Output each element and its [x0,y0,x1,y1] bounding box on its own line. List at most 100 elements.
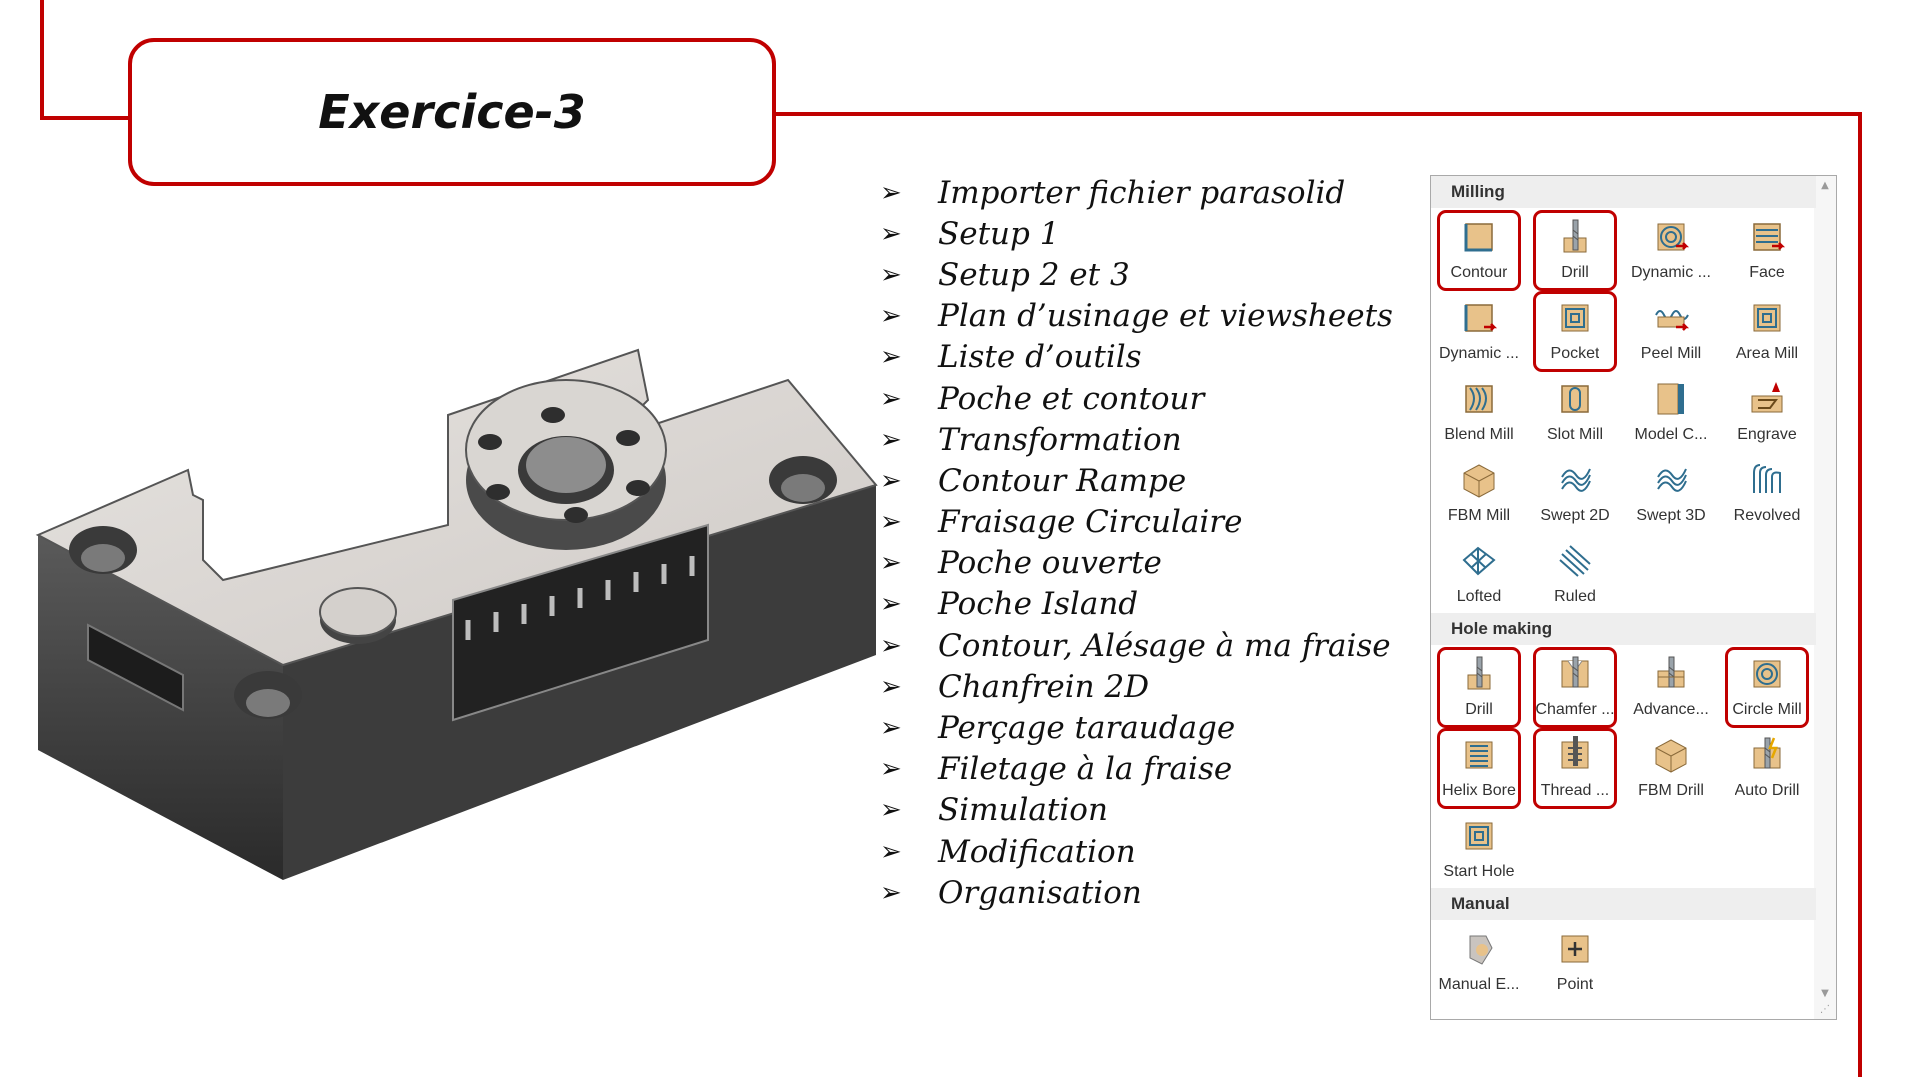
peel-mill-icon [1655,310,1690,331]
section-header-milling[interactable]: Milling [1431,176,1816,208]
panel-scrollbar[interactable]: ▲ ▼ ⋰ [1814,176,1836,1019]
tool-button-manual-entry[interactable]: Manual E... [1431,920,1527,1001]
topic-item: ➢ Contour Rampe [880,460,1393,501]
tool-button-chamfer-drill[interactable]: Chamfer ... [1527,645,1623,728]
tool-button-dynamic-mill[interactable]: Dynamic ... [1623,208,1719,289]
lofted-icon [1462,546,1496,576]
fbm-mill-icon [1463,464,1495,498]
tool-button-lofted[interactable]: Lofted [1431,532,1527,613]
tool-button-drill[interactable]: Drill [1527,208,1623,291]
arrow-bullet-icon: ➢ [880,342,902,373]
topic-item: ➢Contour, Alésage à ma fraise [880,625,1393,666]
tool-button-fbm-mill[interactable]: FBM Mill [1431,451,1527,532]
topic-text: Contour Rampe [938,462,1187,499]
tool-label: Drill [1561,264,1589,281]
scroll-up-icon[interactable]: ▲ [1821,180,1829,191]
tool-label: Advance... [1633,701,1709,718]
frame-line-left [40,0,44,120]
title-box: Exercice-3 [128,38,776,186]
topic-item: ➢Filetage à la fraise [880,749,1393,790]
tool-label: FBM Drill [1638,782,1704,799]
tool-button-engrave[interactable]: Engrave [1719,370,1815,451]
swept-2d-icon [1561,468,1591,492]
tool-button-swept-3d[interactable]: Swept 3D [1623,451,1719,532]
dynamic-mill-icon [1657,223,1690,251]
tool-button-drill[interactable]: Drill [1431,645,1527,728]
topic-item: ➢Setup 1 [880,213,1393,254]
arrow-bullet-icon: ➢ [880,713,902,744]
topic-item: ➢Setup 2 et 3 [880,254,1393,295]
tool-button-point[interactable]: Point [1527,920,1623,1001]
tool-button-blend-mill[interactable]: Blend Mill [1431,370,1527,451]
face-icon [1753,223,1786,251]
drill-icon [1467,656,1491,690]
topic-text: Plan d’usinage et viewsheets [938,298,1393,335]
tool-label: Area Mill [1735,345,1799,362]
scroll-down-icon[interactable]: ▼ [1821,988,1829,999]
tool-label: Thread ... [1540,782,1610,799]
topic-text: Poche ouverte [938,545,1162,582]
start-hole-icon [1465,822,1493,850]
revolved-icon [1753,464,1781,493]
pocket-icon [1561,304,1589,332]
tool-label: Contour [1450,264,1508,281]
ruled-icon [1559,545,1591,577]
arrow-bullet-icon: ➢ [880,465,902,496]
tool-button-circle-mill[interactable]: Circle Mill [1719,645,1815,728]
arrow-bullet-icon: ➢ [880,754,902,785]
topic-text: Fraisage Circulaire [938,504,1243,541]
tool-button-peel-mill[interactable]: Peel Mill [1623,289,1719,370]
tool-button-face[interactable]: Face [1719,208,1815,289]
tool-button-pocket[interactable]: Pocket [1527,289,1623,372]
section-header-manual[interactable]: Manual [1431,888,1816,920]
tool-button-area-mill[interactable]: Area Mill [1719,289,1815,370]
tool-label: Start Hole [1443,863,1515,880]
fbm-drill-icon [1655,739,1687,773]
arrow-bullet-icon: ➢ [880,795,902,826]
tool-label: Auto Drill [1734,782,1800,799]
topic-text: Transformation [938,421,1182,458]
tool-button-helix-bore[interactable]: Helix Bore [1431,726,1527,809]
tool-grid: Manual E... Point [1431,920,1816,1001]
tool-button-contour[interactable]: Contour [1431,208,1527,291]
frame-line-top-left [40,116,132,120]
tool-label: Revolved [1733,507,1801,524]
tool-label: Helix Bore [1442,782,1516,799]
topic-text: Liste d’outils [938,339,1142,376]
topic-text: Chanfrein 2D [938,668,1150,705]
tool-button-slot-mill[interactable]: Slot Mill [1527,370,1623,451]
tool-button-thread-mill[interactable]: Thread ... [1527,726,1623,809]
dynamic-contour-icon [1464,304,1498,332]
topic-text: Importer fichier parasolid [938,174,1346,211]
tool-button-ruled[interactable]: Ruled [1527,532,1623,613]
topic-item: ➢Fraisage Circulaire [880,502,1393,543]
model-chamfer-icon [1657,383,1684,415]
topic-item: ➢Chanfrein 2D [880,666,1393,707]
arrow-bullet-icon: ➢ [880,177,902,208]
tool-label: Manual E... [1438,976,1520,993]
topic-list: ➢ Importer fichier parasolid➢Setup 1➢Setu… [880,172,1393,913]
tool-button-fbm-drill[interactable]: FBM Drill [1623,726,1719,807]
tool-button-auto-drill[interactable]: Auto Drill [1719,726,1815,807]
arrow-bullet-icon: ➢ [880,383,902,414]
arrow-bullet-icon: ➢ [880,424,902,455]
blend-mill-icon [1465,385,1493,413]
point-icon [1561,935,1589,963]
tool-button-start-hole[interactable]: Start Hole [1431,807,1527,888]
resize-grip-icon[interactable]: ⋰ [1820,1004,1830,1015]
tool-button-revolved[interactable]: Revolved [1719,451,1815,532]
engrave-icon [1751,382,1783,413]
tool-label: Peel Mill [1640,345,1702,362]
tool-label: Lofted [1456,588,1502,605]
tool-button-dynamic-contour[interactable]: Dynamic ... [1431,289,1527,370]
topic-item: ➢ Importer fichier parasolid [880,172,1393,213]
tool-button-advanced-drill[interactable]: Advance... [1623,645,1719,726]
section-header-hole-making[interactable]: Hole making [1431,613,1816,645]
circle-mill-icon [1753,660,1781,688]
arrow-bullet-icon: ➢ [880,630,902,661]
machined-part-illustration [35,348,878,880]
tool-label: Drill [1465,701,1493,718]
tool-button-model-chamfer[interactable]: Model C... [1623,370,1719,451]
tool-label: Blend Mill [1444,426,1514,443]
tool-button-swept-2d[interactable]: Swept 2D [1527,451,1623,532]
